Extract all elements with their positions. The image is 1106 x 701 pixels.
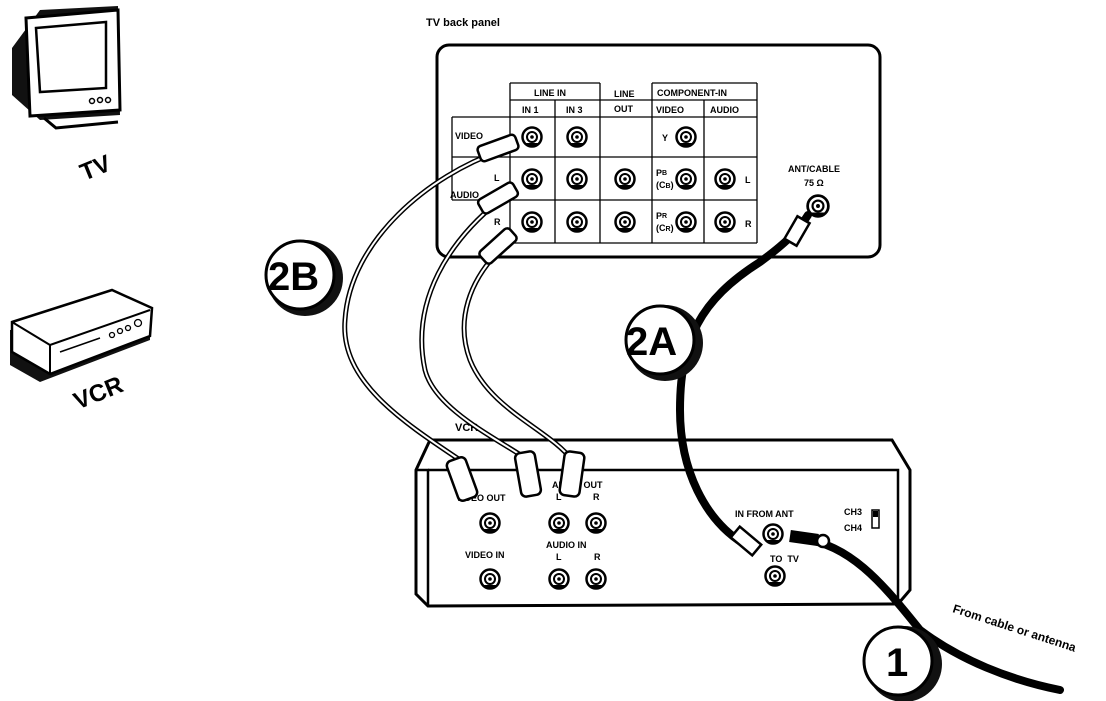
- vcr-audio-in-r: R: [594, 552, 601, 562]
- source-label: From cable or antenna: [951, 602, 1078, 655]
- jack-vcr-audio-in-l[interactable]: [548, 568, 570, 590]
- jack-vcr-to-tv[interactable]: [764, 565, 786, 587]
- rca-plugs: [445, 133, 586, 502]
- ant-cable-label: ANT/CABLE: [788, 164, 840, 174]
- jack-vcr-audio-out-l[interactable]: [548, 512, 570, 534]
- jack-in1-audio-l[interactable]: [521, 168, 543, 190]
- line-in-header: LINE IN: [534, 88, 566, 98]
- step-2a-label: 2A: [626, 320, 677, 364]
- step-2b-label: 2B: [268, 255, 319, 299]
- rca-cables: [342, 148, 575, 463]
- component-audio-r: R: [745, 219, 752, 229]
- vcr-icon: [10, 288, 154, 382]
- vcr-ch4: CH4: [844, 523, 862, 533]
- row-video: VIDEO: [455, 131, 483, 141]
- jack-component-pr[interactable]: [675, 211, 697, 233]
- jack-in1-audio-r[interactable]: [521, 211, 543, 233]
- component-audio-l: L: [745, 175, 751, 185]
- vcr-video-out: VIDEO OUT: [456, 493, 506, 503]
- vcr-caption: VCR: [70, 371, 127, 415]
- tv-back-panel: [435, 43, 882, 259]
- col-audio: AUDIO: [710, 105, 739, 115]
- tv-panel-title: TV back panel: [426, 17, 500, 29]
- jack-in1-video[interactable]: [521, 126, 543, 148]
- ch3-ch4-switch[interactable]: [871, 509, 880, 529]
- step-1-label: 1: [886, 641, 908, 685]
- vcr-ch3: CH3: [844, 507, 862, 517]
- col-in3: IN 3: [566, 105, 583, 115]
- jack-in3-audio-l[interactable]: [566, 168, 588, 190]
- component-cr-label: (CR): [656, 223, 674, 233]
- jack-component-audio-l[interactable]: [714, 168, 736, 190]
- vcr-audio-out-r: R: [593, 492, 600, 502]
- jack-in3-audio-r[interactable]: [566, 211, 588, 233]
- line-out-header-top: LINE: [614, 89, 635, 99]
- vcr-audio-in: AUDIO IN: [546, 540, 587, 550]
- jack-line-out-r[interactable]: [614, 211, 636, 233]
- jack-component-audio-r[interactable]: [714, 211, 736, 233]
- vcr-audio-in-l: L: [556, 552, 562, 562]
- jack-line-out-l[interactable]: [614, 168, 636, 190]
- vcr-video-in: VIDEO IN: [465, 550, 505, 560]
- vcr-in-from-ant: IN FROM ANT: [735, 509, 794, 519]
- jack-vcr-in-from-ant[interactable]: [762, 523, 784, 545]
- jack-in3-video[interactable]: [566, 126, 588, 148]
- step-2a-badge: 2A: [624, 304, 703, 381]
- step-2b-badge: 2B: [264, 239, 343, 316]
- row-left: L: [494, 173, 500, 183]
- vcr-audio-out-l: L: [556, 492, 562, 502]
- jack-vcr-audio-out-r[interactable]: [585, 512, 607, 534]
- line-out-header-bottom: OUT: [614, 104, 634, 114]
- col-video: VIDEO: [656, 105, 684, 115]
- component-pb-label: PB: [656, 168, 667, 178]
- tv-caption: TV: [76, 150, 115, 187]
- component-in-header: COMPONENT-IN: [657, 88, 727, 98]
- jack-vcr-video-in[interactable]: [479, 568, 501, 590]
- jack-component-y[interactable]: [675, 126, 697, 148]
- ohms-label: 75 Ω: [804, 178, 824, 188]
- col-in1: IN 1: [522, 105, 539, 115]
- component-cb-label: (CB): [656, 180, 674, 190]
- row-audio: AUDIO: [450, 190, 479, 200]
- row-right: R: [494, 217, 501, 227]
- component-pr-label: PR: [656, 211, 667, 221]
- connector-grid: [451, 82, 758, 244]
- jack-vcr-video-out[interactable]: [479, 512, 501, 534]
- tv-icon: [12, 6, 122, 130]
- jack-vcr-audio-in-r[interactable]: [585, 568, 607, 590]
- jack-component-pb[interactable]: [675, 168, 697, 190]
- step-1-badge: 1: [862, 625, 942, 701]
- component-y: Y: [662, 133, 668, 143]
- vcr-to-tv: TO TV: [770, 554, 799, 564]
